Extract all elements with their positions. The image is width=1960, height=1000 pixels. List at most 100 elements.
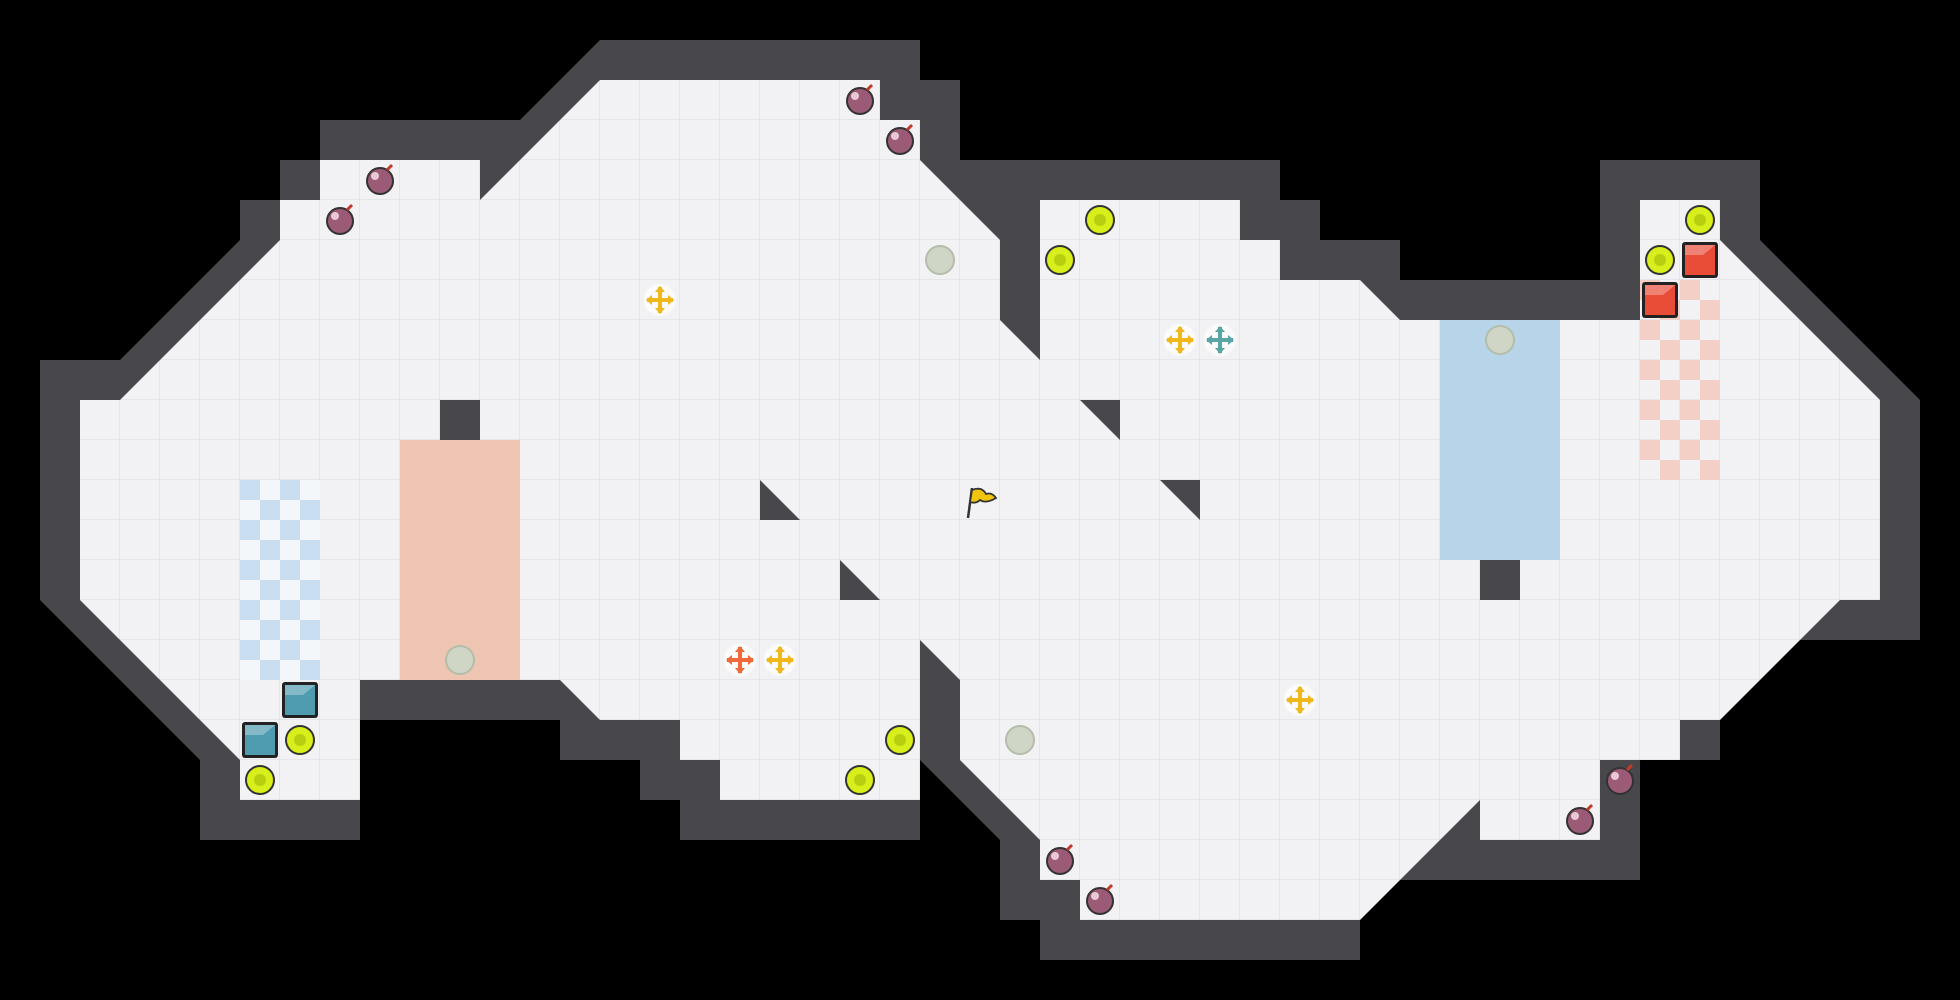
wall-block [440, 400, 480, 440]
checker-tile [1680, 280, 1700, 300]
checker-tile [1660, 460, 1680, 480]
bomb-icon[interactable] [366, 163, 394, 195]
checker-tile [280, 640, 300, 660]
zones [240, 280, 1720, 680]
checker-tile [240, 480, 260, 500]
salmon-zone [400, 440, 520, 680]
checker-tile [260, 540, 280, 560]
wall-diagonal [1080, 400, 1120, 440]
checker-tile [240, 560, 260, 580]
checker-tile [1700, 420, 1720, 440]
checker-tile [260, 640, 280, 660]
checker-tile [260, 480, 280, 500]
coin-icon[interactable] [1685, 205, 1715, 235]
checker-tile [1640, 320, 1660, 340]
checker-tile [240, 640, 260, 660]
checker-tile [260, 620, 280, 640]
wall-diagonal [1160, 480, 1200, 520]
flag-icon[interactable] [966, 487, 998, 519]
checker-tile [1660, 380, 1680, 400]
checker-tile [300, 580, 320, 600]
wall-diagonal [760, 480, 800, 520]
checker-tile [260, 580, 280, 600]
checker-tile [1640, 360, 1660, 380]
coin-icon[interactable] [1645, 245, 1675, 275]
checker-tile [280, 520, 300, 540]
checker-tile [260, 560, 280, 580]
move-cross-icon[interactable] [1284, 684, 1316, 716]
checker-tile [300, 560, 320, 580]
checker-tile [300, 500, 320, 520]
checker-tile [1660, 340, 1680, 360]
bomb-icon[interactable] [1086, 883, 1114, 915]
bomb-icon[interactable] [1046, 843, 1074, 875]
blue-checker-zone [240, 480, 320, 680]
bomb-icon[interactable] [326, 203, 354, 235]
checker-tile [240, 540, 260, 560]
move-cross-icon[interactable] [1204, 324, 1236, 356]
entities-layer [242, 83, 1718, 915]
checker-tile [1700, 340, 1720, 360]
checker-tile [280, 500, 300, 520]
coin-icon[interactable] [1045, 245, 1075, 275]
pressure-pad[interactable] [1005, 725, 1035, 755]
checker-tile [1700, 380, 1720, 400]
checker-tile [300, 640, 320, 660]
checker-tile [240, 520, 260, 540]
checker-tile [1700, 300, 1720, 320]
checker-tile [260, 600, 280, 620]
checker-tile [280, 600, 300, 620]
red-push-block[interactable] [1682, 242, 1718, 278]
checker-tile [1680, 440, 1700, 460]
teal-push-block[interactable] [282, 682, 318, 718]
checker-tile [280, 620, 300, 640]
blue-zone [1440, 320, 1560, 560]
bomb-icon[interactable] [1566, 803, 1594, 835]
checker-tile [240, 660, 260, 680]
checker-tile [240, 620, 260, 640]
coin-icon[interactable] [1085, 205, 1115, 235]
checker-tile [1680, 400, 1700, 420]
checker-tile [1680, 320, 1700, 340]
checker-tile [300, 620, 320, 640]
move-cross-icon[interactable] [1164, 324, 1196, 356]
checker-tile [260, 660, 280, 680]
coin-icon[interactable] [245, 765, 275, 795]
coin-icon[interactable] [285, 725, 315, 755]
move-cross-icon[interactable] [644, 284, 676, 316]
bomb-icon[interactable] [886, 123, 914, 155]
move-cross-icon[interactable] [724, 644, 756, 676]
checker-tile [1680, 360, 1700, 380]
bomb-icon[interactable] [846, 83, 874, 115]
pressure-pad[interactable] [925, 245, 955, 275]
pressure-pad[interactable] [1485, 325, 1515, 355]
checker-tile [1700, 460, 1720, 480]
checker-tile [300, 520, 320, 540]
checker-tile [240, 580, 260, 600]
wall-diagonal [840, 560, 880, 600]
checker-tile [300, 540, 320, 560]
checker-tile [1640, 400, 1660, 420]
checker-tile [260, 500, 280, 520]
move-cross-icon[interactable] [764, 644, 796, 676]
checker-tile [280, 480, 300, 500]
bomb-icon[interactable] [1606, 763, 1634, 795]
red-push-block[interactable] [1642, 282, 1678, 318]
checker-tile [300, 660, 320, 680]
checker-tile [1660, 420, 1680, 440]
checker-tile [260, 520, 280, 540]
checker-tile [240, 500, 260, 520]
checker-tile [300, 600, 320, 620]
coin-icon[interactable] [885, 725, 915, 755]
coin-icon[interactable] [845, 765, 875, 795]
checker-tile [300, 480, 320, 500]
teal-push-block[interactable] [242, 722, 278, 758]
wall-block [1480, 560, 1520, 600]
checker-tile [240, 600, 260, 620]
pressure-pad[interactable] [445, 645, 475, 675]
checker-tile [280, 660, 300, 680]
checker-tile [280, 580, 300, 600]
checker-tile [280, 540, 300, 560]
checker-tile [1640, 440, 1660, 460]
